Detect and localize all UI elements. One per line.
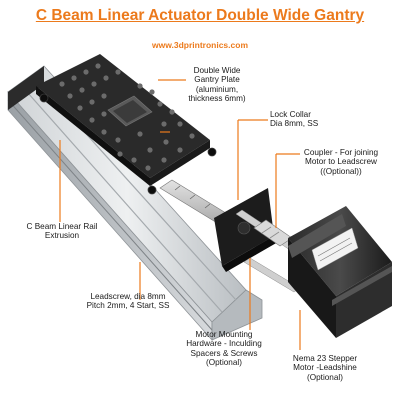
motor-mount-plate [214,188,278,272]
plate-wheels [39,93,217,195]
website-url: www.3dprintronics.com [151,40,249,50]
leader-lines [59,79,301,350]
stepper-motor [288,206,392,338]
gantry-plate [36,54,210,186]
plate-holes [59,63,195,171]
page-title: C Beam Linear Actuator Double Wide Gantr… [35,7,365,24]
